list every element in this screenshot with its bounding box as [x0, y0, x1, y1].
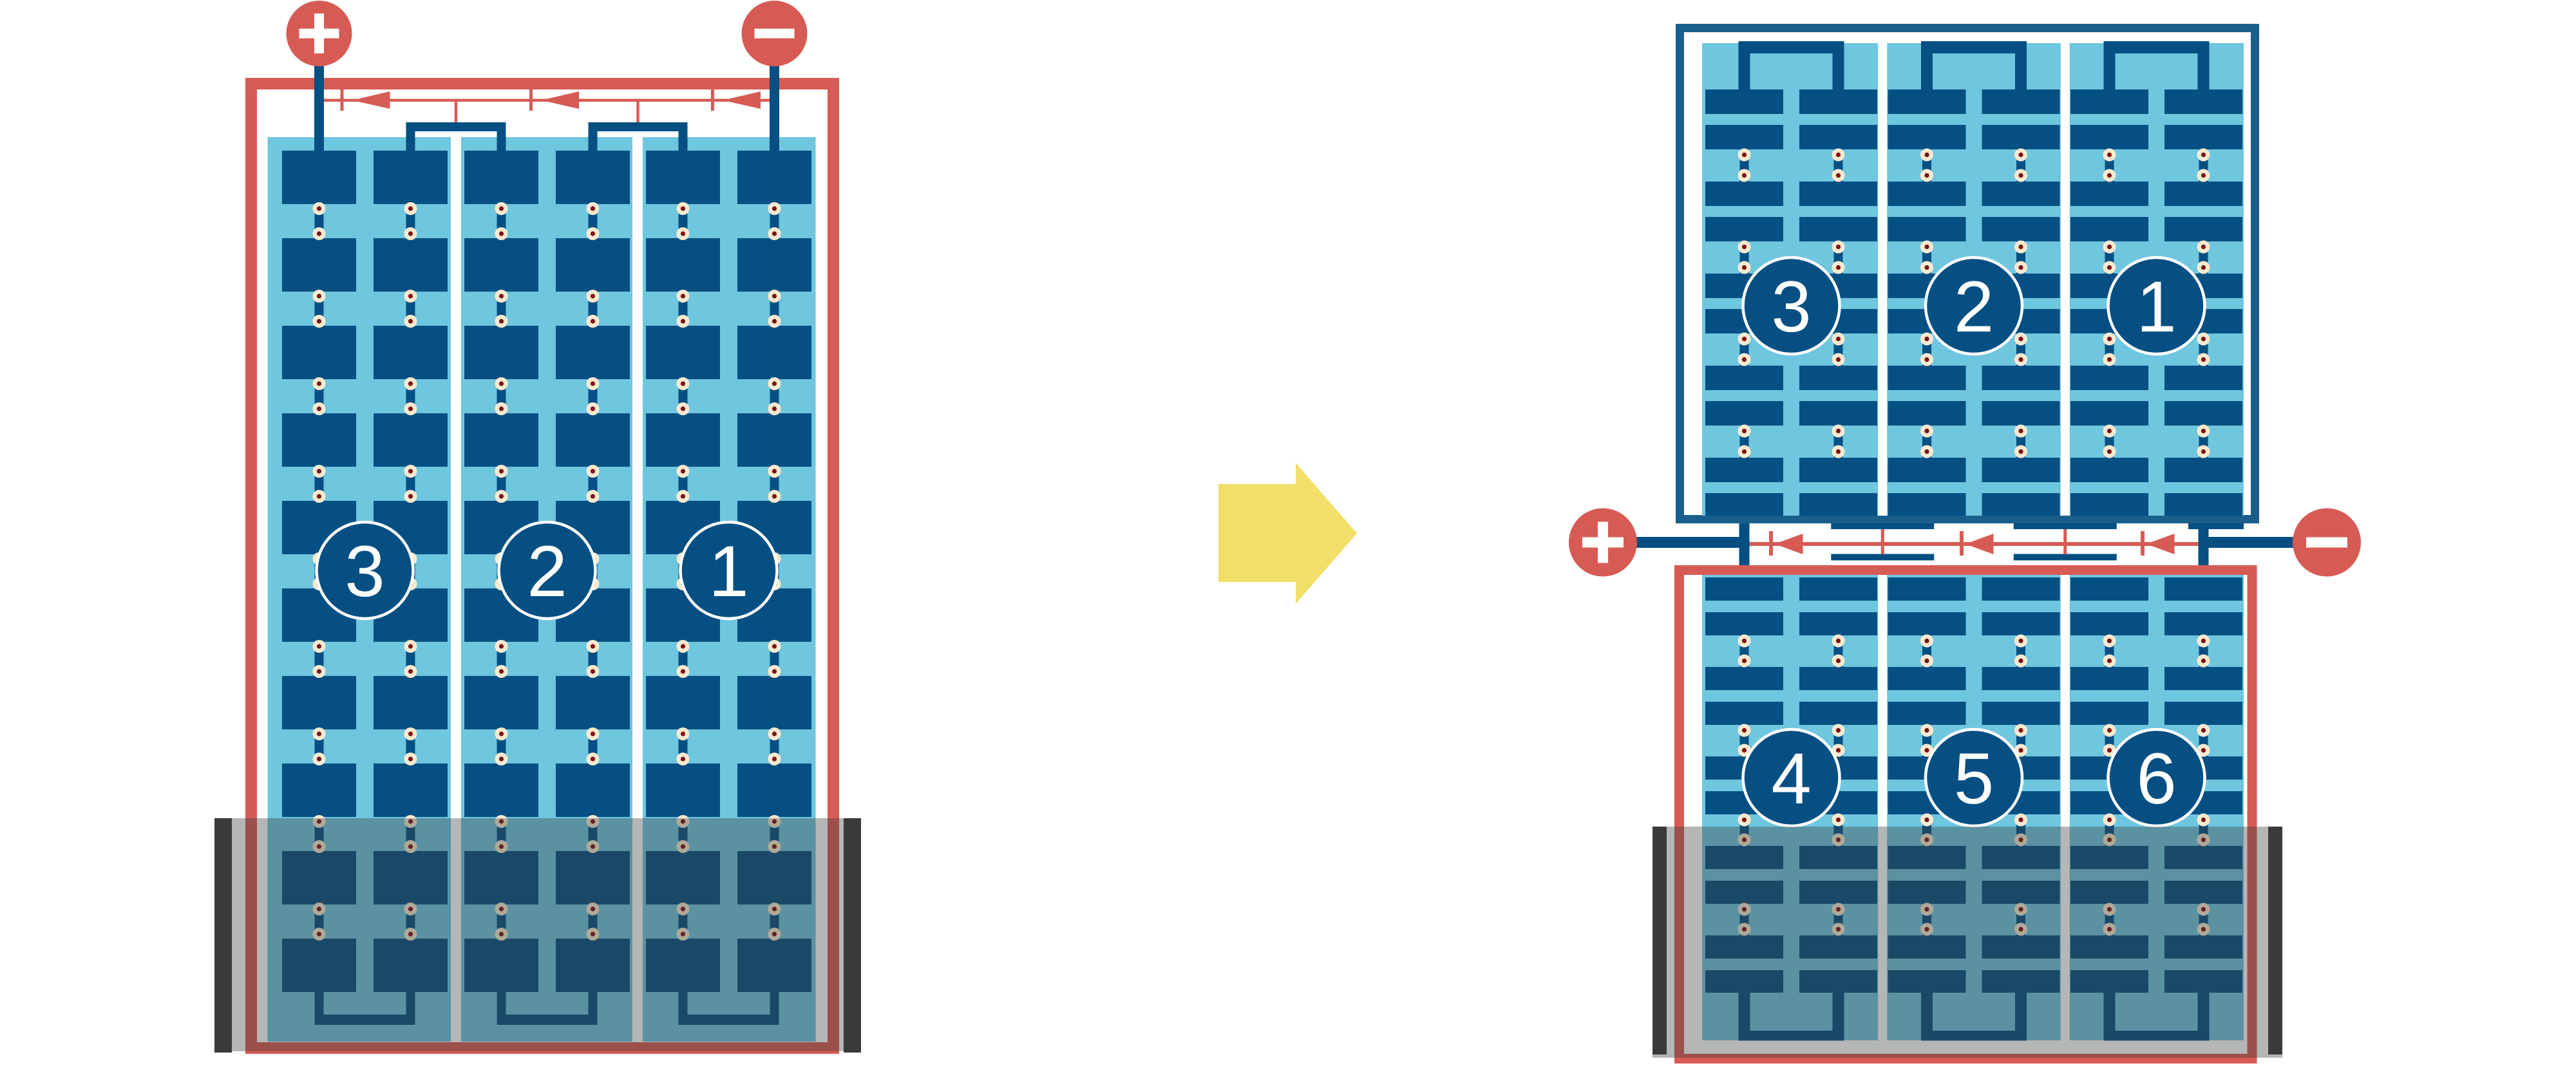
svg-text:2: 2	[1954, 267, 1994, 347]
svg-text:5: 5	[1954, 738, 1994, 819]
svg-text:1: 1	[2136, 267, 2176, 347]
svg-text:3: 3	[345, 531, 384, 612]
svg-text:6: 6	[2136, 738, 2176, 819]
svg-text:3: 3	[1771, 267, 1811, 347]
svg-text:2: 2	[527, 531, 567, 612]
svg-text:4: 4	[1771, 738, 1811, 819]
svg-text:1: 1	[708, 531, 748, 612]
